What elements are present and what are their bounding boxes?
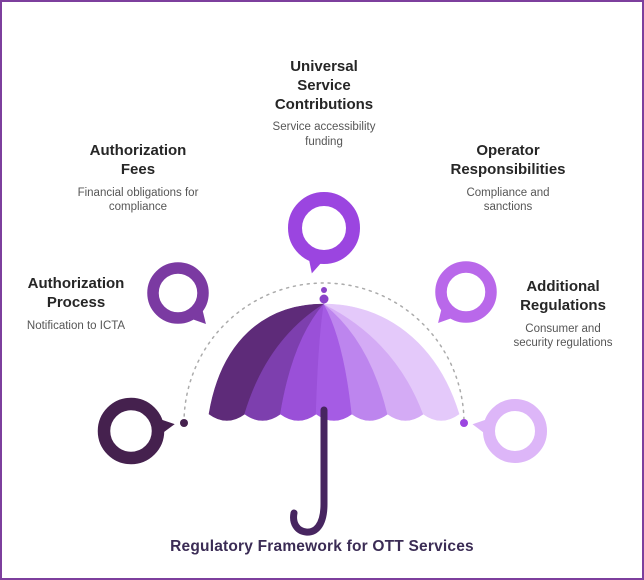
umbrella-finial bbox=[319, 294, 329, 304]
node-subtitle: Notification to ICTA bbox=[26, 319, 126, 332]
umbrella-segment bbox=[323, 303, 460, 421]
node-authorization-process: Authorization Process Notification to IC… bbox=[2, 275, 150, 333]
additional-regulations-ring bbox=[483, 399, 547, 463]
node-title: Additional Regulations bbox=[520, 278, 606, 314]
universal-service-contributions-ring bbox=[288, 192, 360, 264]
dashed-arc bbox=[183, 282, 465, 424]
arc-left-dot bbox=[180, 419, 188, 427]
node-subtitle: Compliance and sanctions bbox=[466, 186, 550, 214]
operator-responsibilities-ring bbox=[435, 261, 497, 323]
arc-right-dot bbox=[460, 419, 468, 427]
node-subtitle: Consumer and security regulations bbox=[513, 322, 613, 350]
node-rings bbox=[97, 192, 547, 465]
node-subtitle: Service accessibility funding bbox=[272, 121, 376, 149]
umbrella-canopy bbox=[208, 303, 460, 421]
authorization-process-ring bbox=[97, 397, 165, 465]
node-authorization-fees: Authorization Fees Financial obligations… bbox=[53, 142, 223, 215]
diagram-title: Regulatory Framework for OTT Services bbox=[170, 538, 474, 555]
node-title: Universal Service Contributions bbox=[274, 58, 374, 113]
arc-top-dot bbox=[321, 287, 327, 293]
node-title: Authorization Process bbox=[27, 275, 125, 311]
node-title: Operator Responsibilities bbox=[450, 142, 566, 178]
node-subtitle: Financial obligations for compliance bbox=[77, 186, 199, 214]
node-title: Authorization Fees bbox=[89, 142, 187, 178]
node-universal-service-contributions: Universal Service Contributions Service … bbox=[239, 58, 409, 150]
node-additional-regulations: Additional Regulations Consumer and secu… bbox=[488, 278, 638, 351]
authorization-fees-ring bbox=[147, 262, 209, 324]
node-operator-responsibilities: Operator Responsibilities Compliance and… bbox=[423, 142, 593, 215]
umbrella-handle bbox=[290, 406, 328, 536]
